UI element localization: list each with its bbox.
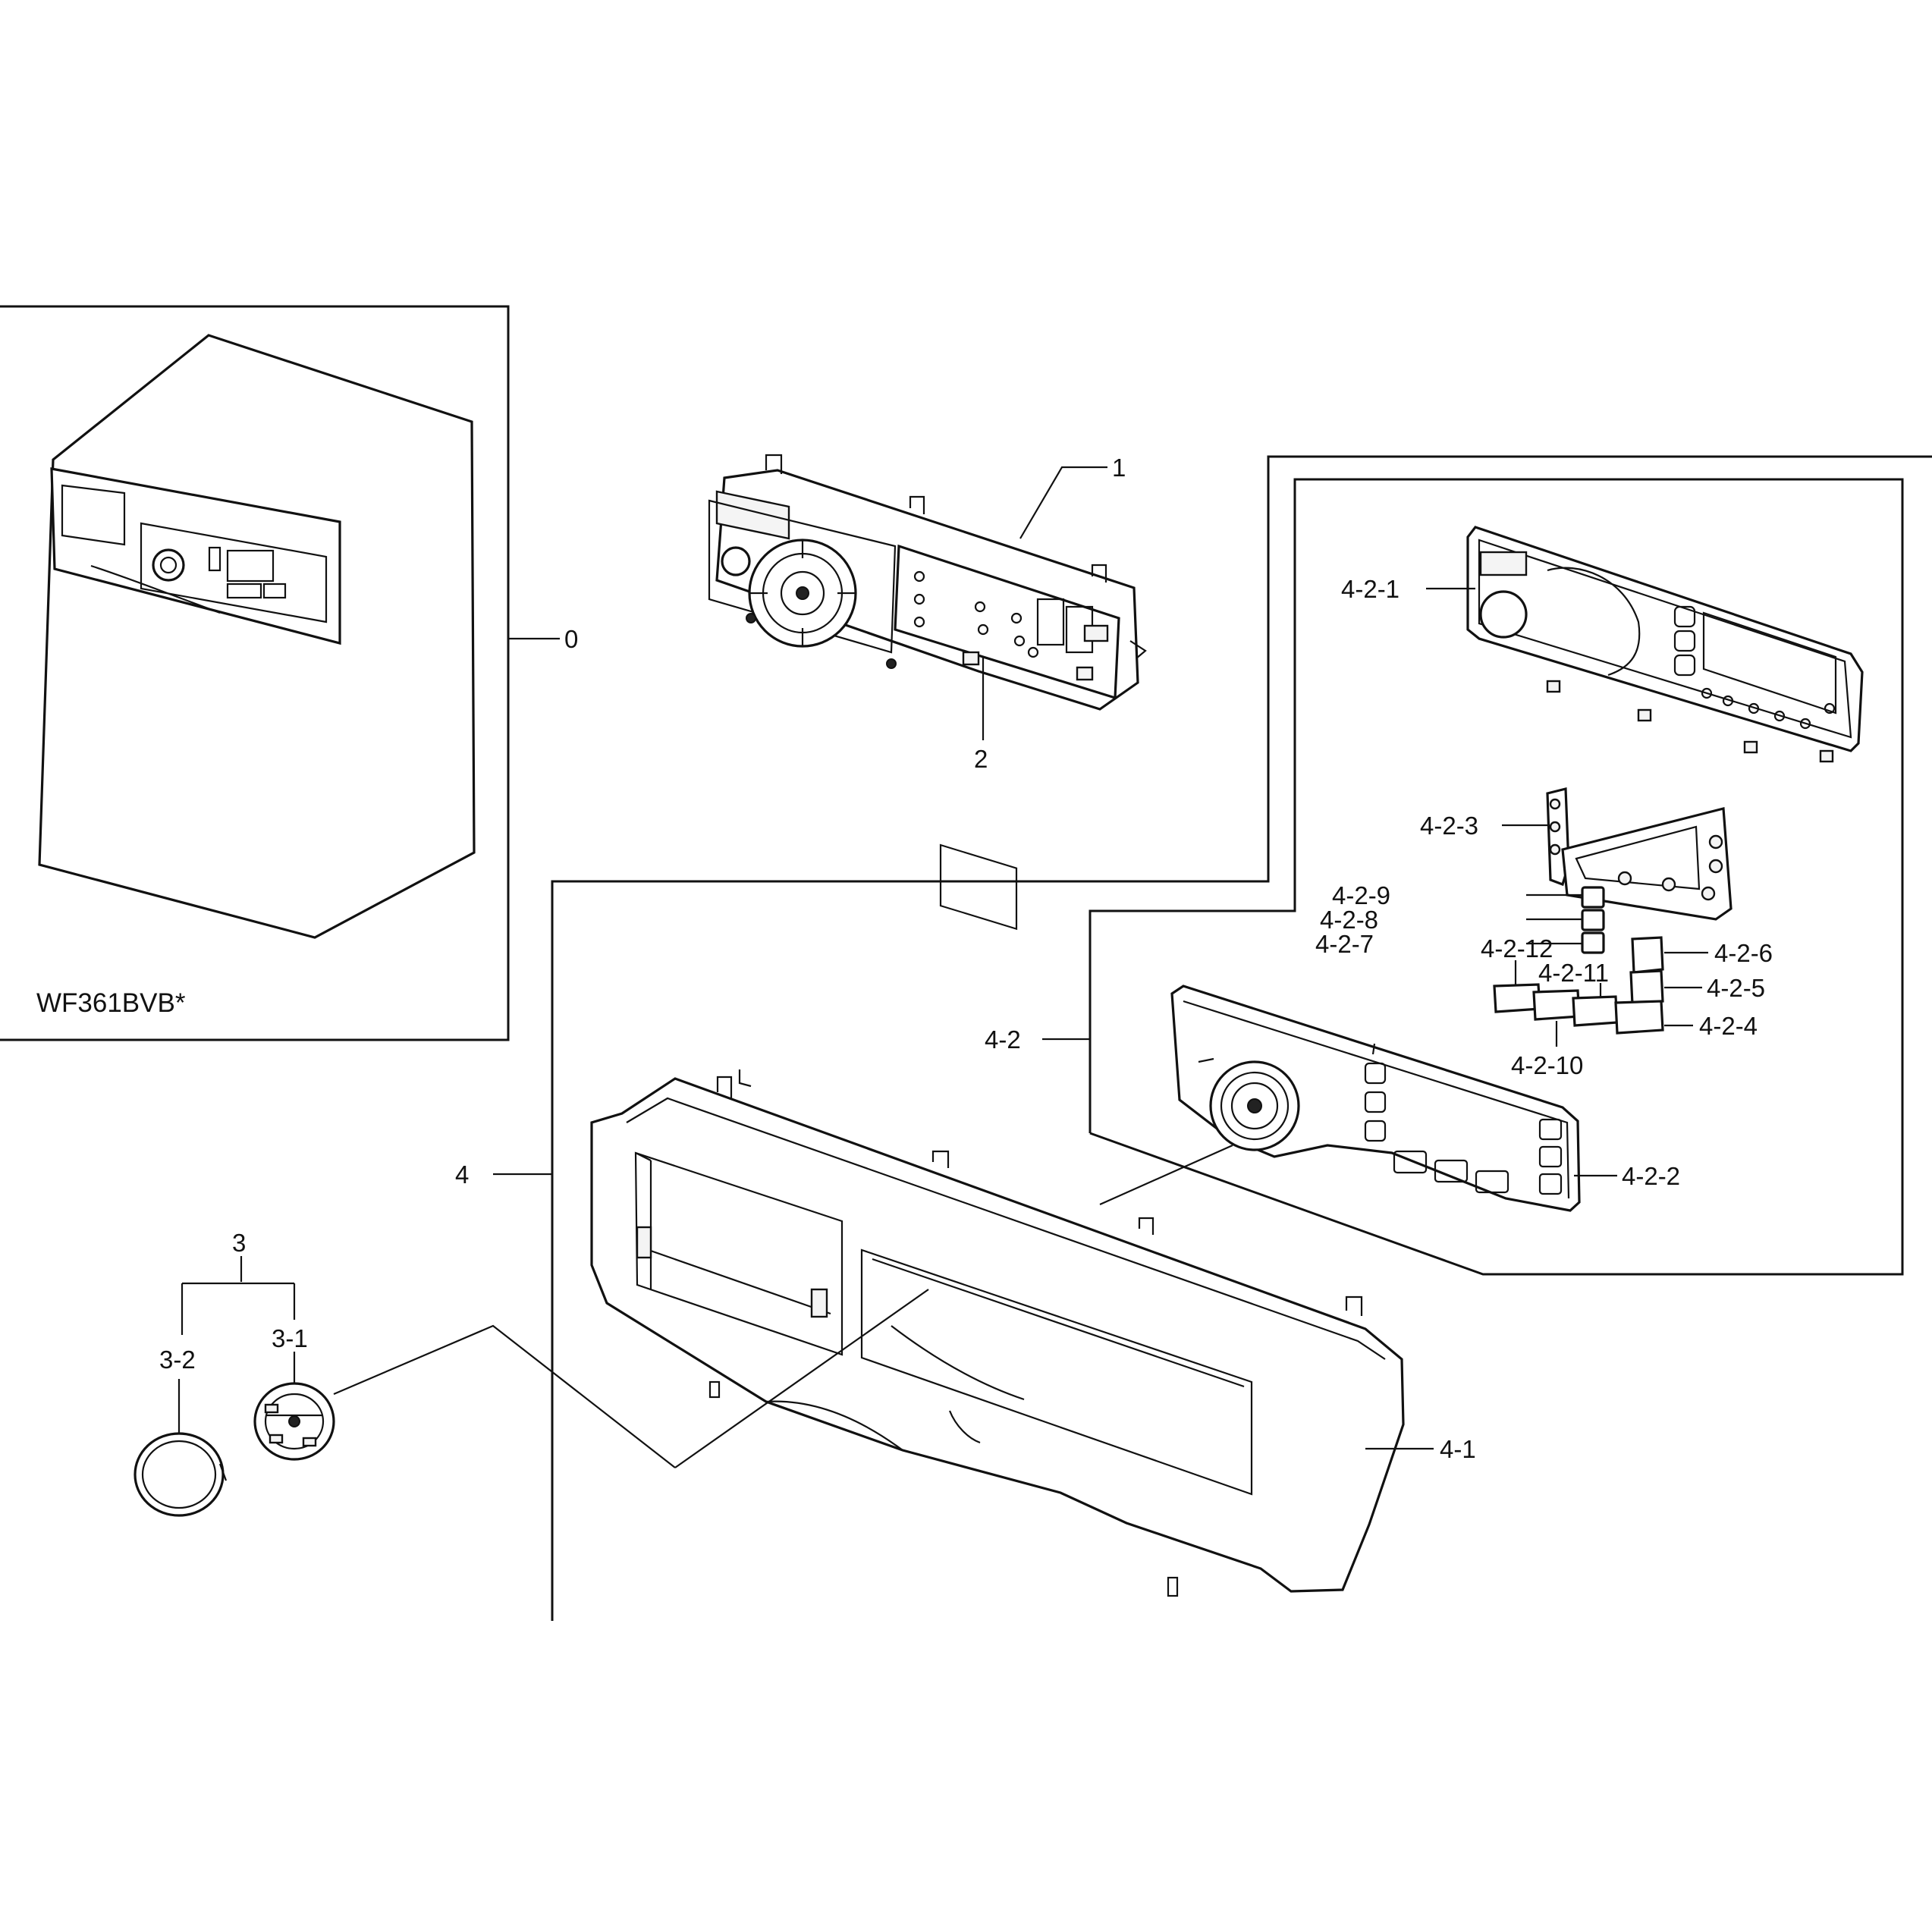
group-4-2-frame <box>1089 478 1904 1276</box>
callout-4-2-1: 4-2-1 <box>1341 575 1400 603</box>
callout-4-2-4: 4-2-4 <box>1699 1012 1758 1040</box>
washer-cabinet-illustration <box>38 334 476 939</box>
callout-4-2: 4-2 <box>985 1025 1021 1054</box>
panel-decoration-illustration <box>1466 526 1864 763</box>
knob-assembly-illustration <box>134 1382 335 1517</box>
callout-4-2-11: 4-2-11 <box>1538 959 1609 987</box>
callout-4-2-10: 4-2-10 <box>1511 1051 1583 1079</box>
callout-3-2: 3-2 <box>159 1346 196 1374</box>
callout-4-2-7: 4-2-7 <box>1315 930 1374 958</box>
callout-3-1: 3-1 <box>272 1324 308 1352</box>
callout-4-2-8: 4-2-8 <box>1320 906 1378 934</box>
callout-0: 0 <box>564 625 578 653</box>
button-set-illustration <box>1493 886 1664 1035</box>
model-frame <box>0 305 510 1041</box>
callout-4-2-9: 4-2-9 <box>1332 881 1390 909</box>
leader-lines <box>177 466 1708 1468</box>
callout-3: 3 <box>232 1229 246 1257</box>
led-bracket-illustration <box>1546 787 1733 921</box>
callout-4-2-6: 4-2-6 <box>1714 939 1773 967</box>
callout-1: 1 <box>1112 454 1126 482</box>
callout-4: 4 <box>455 1160 469 1189</box>
callout-2: 2 <box>974 745 988 773</box>
control-panel-frame-illustration <box>590 1069 1405 1597</box>
group-4-frame <box>551 455 1932 1621</box>
callout-4-2-12: 4-2-12 <box>1481 934 1553 963</box>
control-panel-assembly-illustration <box>1170 985 1581 1212</box>
model-label: WF361BVB* <box>36 988 186 1018</box>
callout-4-2-5: 4-2-5 <box>1707 974 1765 1002</box>
callout-4-2-2: 4-2-2 <box>1622 1162 1680 1190</box>
callout-4-1: 4-1 <box>1440 1435 1476 1463</box>
callout-4-2-3: 4-2-3 <box>1420 812 1478 840</box>
main-pcb-assembly-illustration <box>708 454 1147 931</box>
callout-labels: WF361BVB* 0 1 2 3 3-1 3-2 4 4-1 4-2 4-2-… <box>36 454 1773 1463</box>
